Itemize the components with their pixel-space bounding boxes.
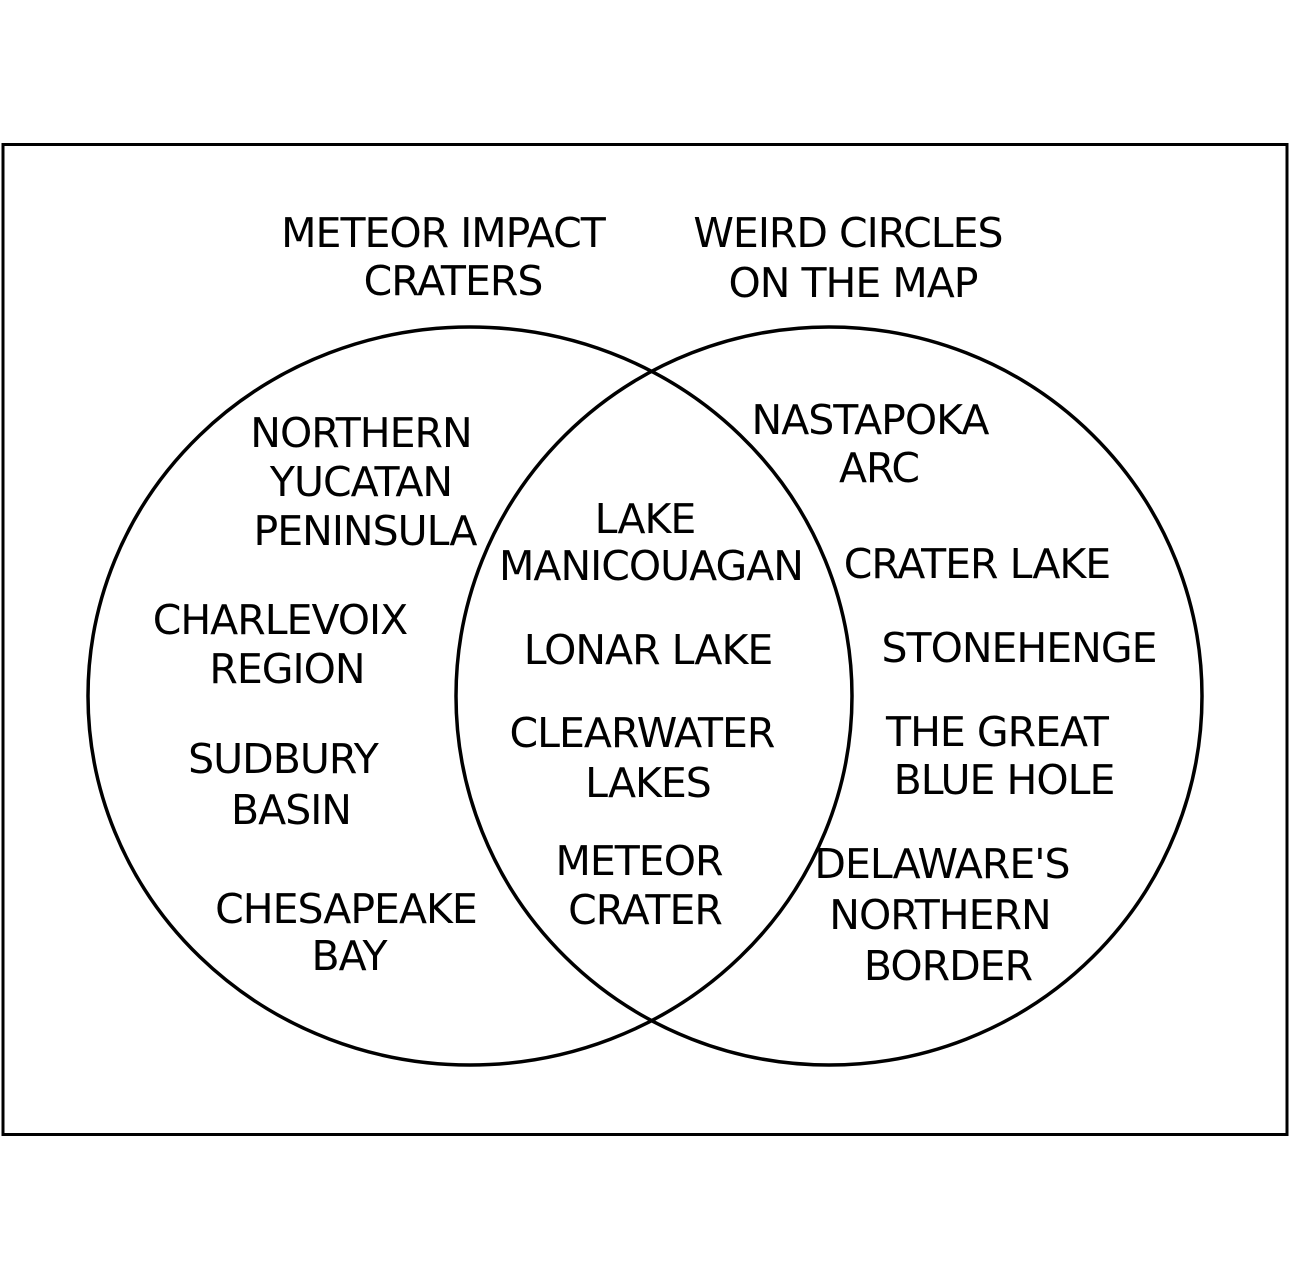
item-line: LAKE <box>595 495 696 543</box>
right-title-line: WEIRD CIRCLES <box>693 209 1002 257</box>
left-title-line: CRATERS <box>364 257 543 305</box>
meteor-impact-craters-circle <box>86 325 854 1067</box>
item-line: STONEHENGE <box>882 624 1157 672</box>
item-line: CRATER LAKE <box>844 540 1110 588</box>
right-set-title: WEIRD CIRCLES ON THE MAP <box>693 209 1014 307</box>
item-line: THE GREAT <box>885 708 1110 756</box>
item-line: MANICOUAGAN <box>499 542 803 590</box>
right-item-stonehenge: STONEHENGE <box>882 624 1157 672</box>
left-set-title: METEOR IMPACT CRATERS <box>281 209 617 305</box>
item-line: CHESAPEAKE <box>215 885 477 933</box>
item-line: BORDER <box>864 942 1033 990</box>
right-item-nastapoka-arc: NASTAPOKA ARC <box>752 396 1001 492</box>
both-item-lonar-lake: LONAR LAKE <box>524 626 773 674</box>
both-item-lake-manicouagan: LAKE MANICOUAGAN <box>499 495 803 590</box>
right-title-line: ON THE MAP <box>729 259 978 307</box>
item-line: NASTAPOKA <box>752 396 990 444</box>
item-line: PENINSULA <box>254 507 478 555</box>
item-line: BLUE HOLE <box>894 756 1115 804</box>
item-line: REGION <box>209 645 364 693</box>
item-line: BAY <box>311 932 388 980</box>
item-line: LONAR LAKE <box>524 626 773 674</box>
right-item-crater-lake: CRATER LAKE <box>844 540 1110 588</box>
left-title-line: METEOR IMPACT <box>281 209 607 257</box>
right-item-the-great-blue-hole: THE GREAT BLUE HOLE <box>885 708 1120 804</box>
right-item-delawares-northern-border: DELAWARE'S NORTHERN BORDER <box>814 840 1081 990</box>
panel-frame <box>1 143 1289 1136</box>
item-line: SUDBURY <box>188 735 380 783</box>
weird-circles-on-the-map-circle <box>454 325 1204 1067</box>
item-line: CHARLEVOIX <box>153 596 408 644</box>
item-line: NORTHERN <box>250 409 471 457</box>
item-line: BASIN <box>231 786 351 834</box>
item-line: DELAWARE'S <box>814 840 1069 888</box>
item-line: LAKES <box>585 759 711 807</box>
both-item-clearwater-lakes: CLEARWATER LAKES <box>510 709 787 807</box>
left-item-sudbury-basin: SUDBURY BASIN <box>188 735 390 834</box>
item-line: CLEARWATER <box>510 709 775 757</box>
left-item-chesapeake-bay: CHESAPEAKE BAY <box>215 885 489 980</box>
item-line: CRATER <box>568 886 722 934</box>
item-line: ARC <box>839 444 919 492</box>
left-item-charlevoix-region: CHARLEVOIX REGION <box>153 596 420 693</box>
item-line: YUCATAN <box>269 458 452 506</box>
left-item-northern-yucatan-peninsula: NORTHERN YUCATAN PENINSULA <box>250 409 483 555</box>
both-item-meteor-crater: METEOR CRATER <box>555 837 734 934</box>
item-line: METEOR <box>555 837 723 885</box>
item-line: NORTHERN <box>829 891 1050 939</box>
